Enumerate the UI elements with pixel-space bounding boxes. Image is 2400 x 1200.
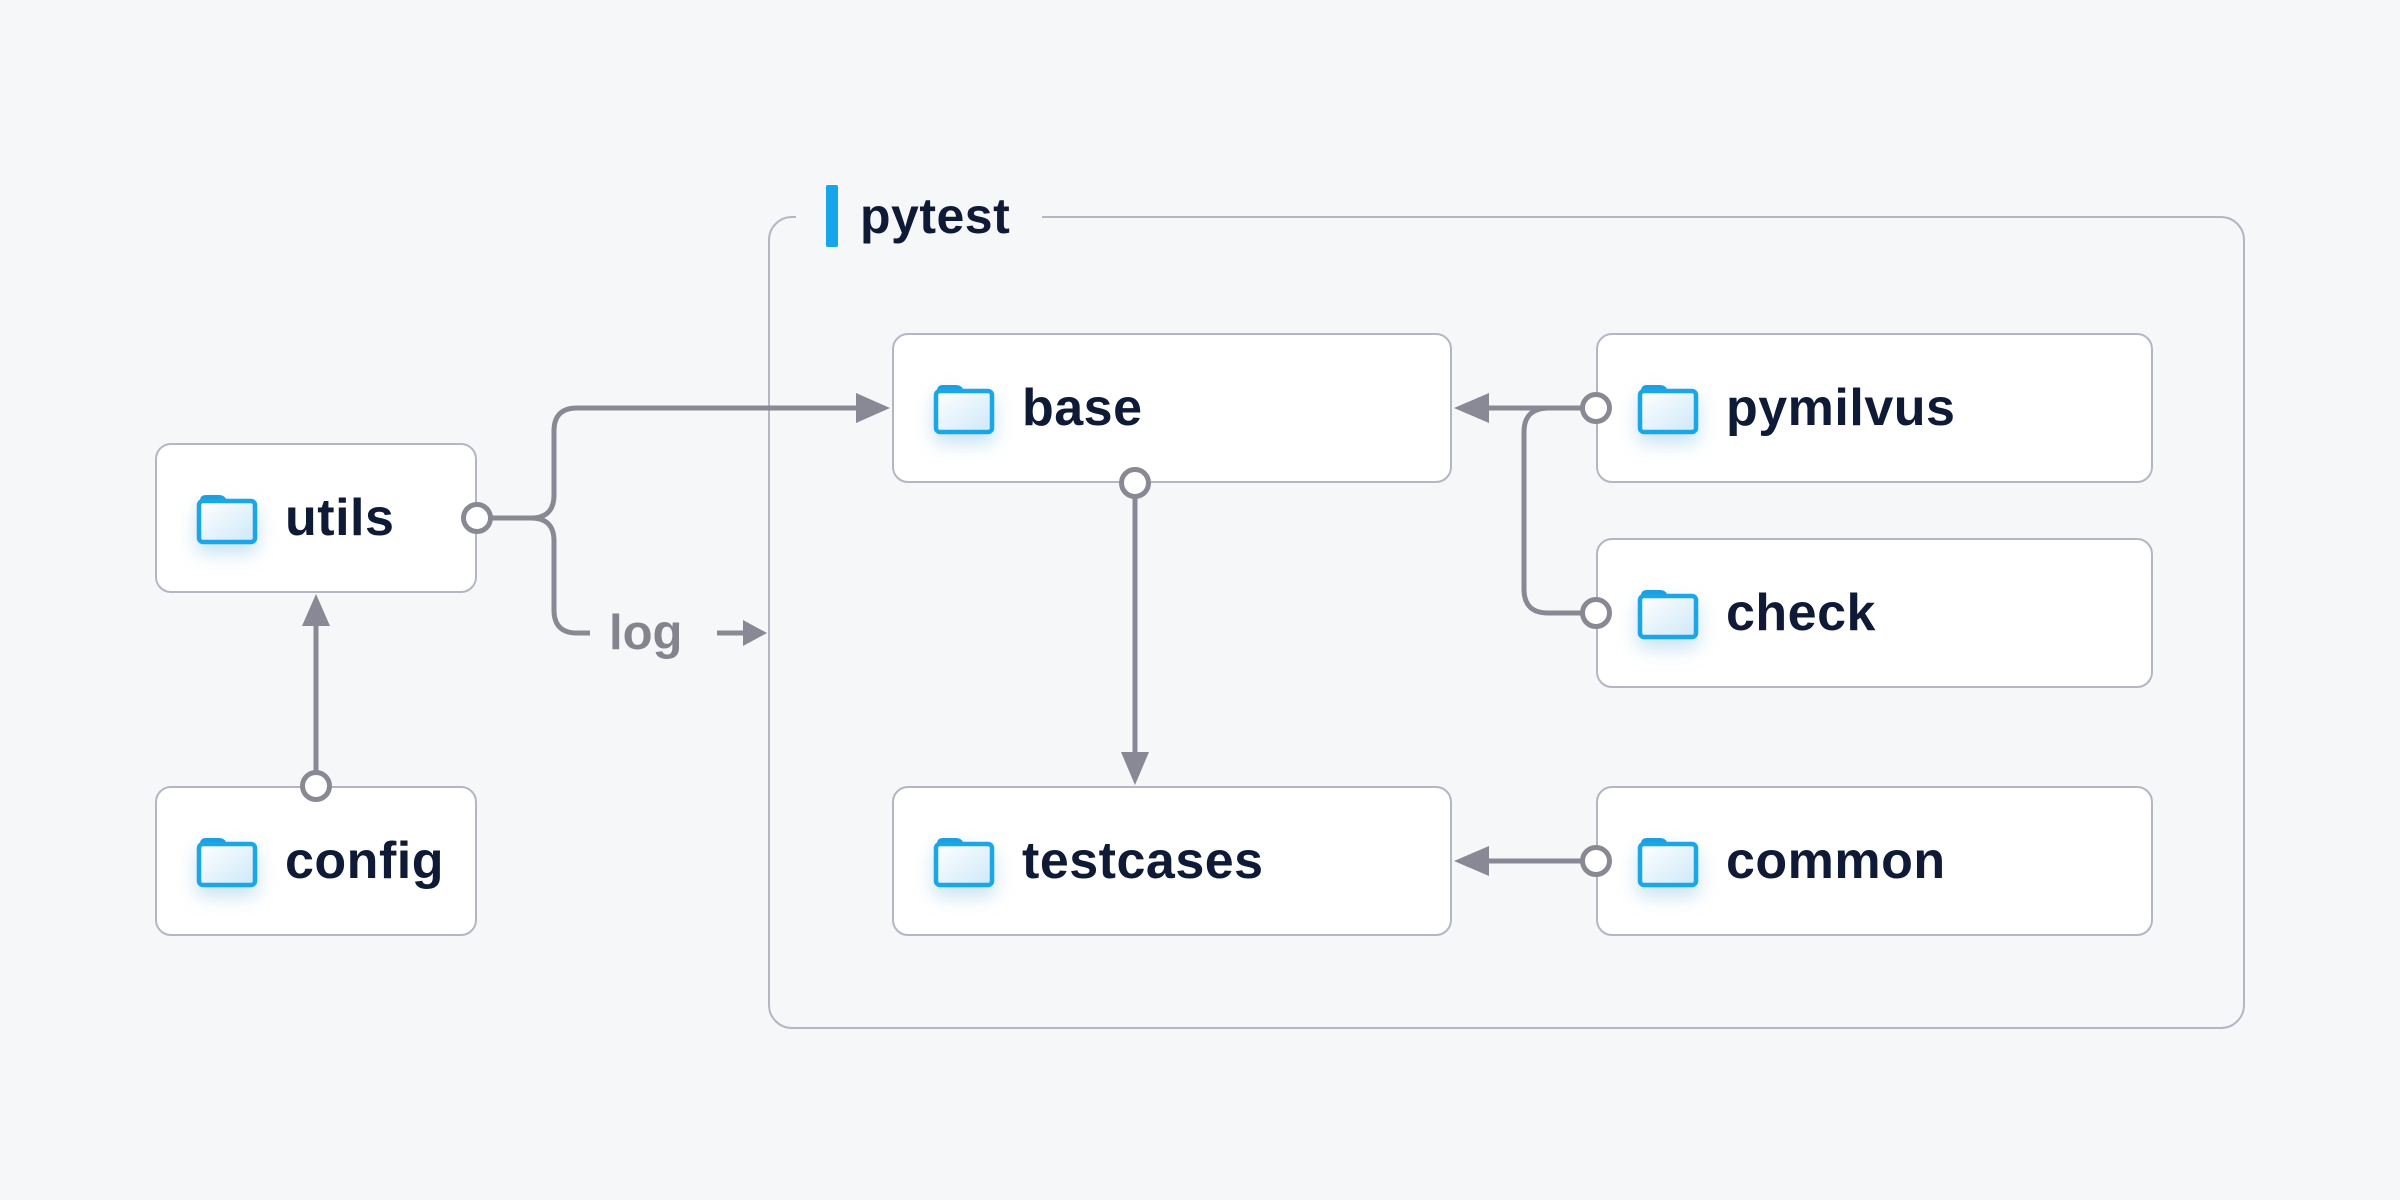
node-box-testcases: testcases bbox=[892, 786, 1452, 936]
node-label-common: common bbox=[1726, 832, 1946, 890]
log-edge-label: log bbox=[609, 606, 683, 660]
node-label-config: config bbox=[285, 832, 444, 890]
arrowhead-into-utils bbox=[302, 594, 330, 626]
pytest-group-label-text: pytest bbox=[860, 188, 1011, 244]
accent-bar bbox=[826, 185, 838, 247]
node-label-base: base bbox=[1022, 379, 1143, 437]
folder-icon bbox=[196, 838, 258, 888]
node-box-base: base bbox=[892, 333, 1452, 483]
pytest-group-label: pytest bbox=[796, 183, 1043, 249]
folder-icon bbox=[933, 385, 995, 435]
node-label-pymilvus: pymilvus bbox=[1726, 379, 1956, 437]
edge-utils-log bbox=[530, 515, 590, 636]
folder-icon bbox=[933, 838, 995, 888]
node-box-common: common bbox=[1596, 786, 2153, 936]
folder-icon bbox=[1637, 838, 1699, 888]
arrowhead-log bbox=[743, 620, 767, 646]
node-box-utils: utils bbox=[155, 443, 477, 593]
folder-icon bbox=[1637, 385, 1699, 435]
folder-icon bbox=[1637, 590, 1699, 640]
node-box-pymilvus: pymilvus bbox=[1596, 333, 2153, 483]
node-box-check: check bbox=[1596, 538, 2153, 688]
pytest-group-container bbox=[768, 216, 2245, 1029]
node-label-check: check bbox=[1726, 584, 1876, 642]
folder-icon bbox=[196, 495, 258, 545]
node-box-config: config bbox=[155, 786, 477, 936]
node-label-utils: utils bbox=[285, 489, 395, 547]
node-label-testcases: testcases bbox=[1022, 832, 1264, 890]
